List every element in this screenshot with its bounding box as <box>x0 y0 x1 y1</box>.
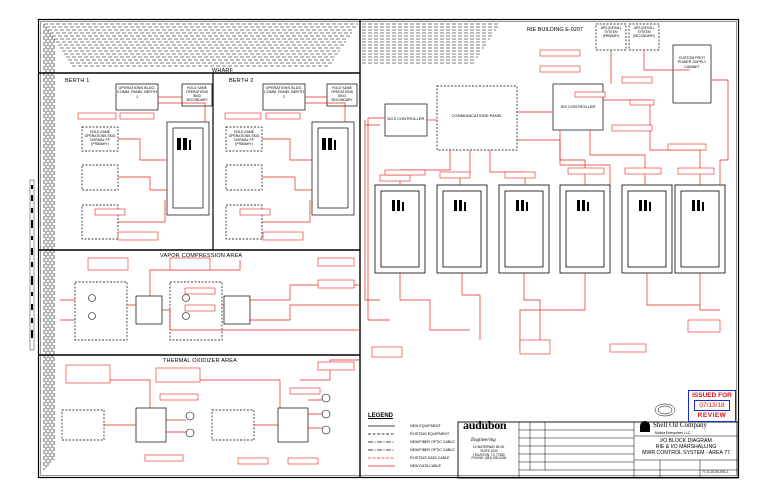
drawing-number: 77-X-10-00-001-1 <box>702 470 729 474</box>
berth2-ops-panel-label: OPERATIONS BLDG. COMM. PANEL BERTH 2 <box>264 86 305 99</box>
rie-cabinet-modules <box>392 200 704 211</box>
area-label-vapor: VAPOR COMPRESSION AREA <box>160 253 243 259</box>
berth1-hold-primary-label: HOLD SAME OPERATIONS SKID NORMAL FP (PRI… <box>84 130 116 146</box>
area-label-berth1: BERTH 1 <box>65 78 90 84</box>
dcs-controller-label: DCS CONTROLLER <box>387 116 425 121</box>
berth2-panels <box>225 83 358 240</box>
ups-primary-label: UPS (INITIAL) SYSTEM (PRIMARY) <box>600 26 622 38</box>
vapor-panels <box>74 281 251 341</box>
engineer-seal <box>654 403 676 417</box>
legend-item: EXISTING EQUIPMENT <box>410 432 450 436</box>
berth2-cabinet-modules <box>322 138 336 150</box>
thermal-field-instruments <box>88 294 331 438</box>
drawing-border <box>37 18 740 479</box>
company-sub: Motiva Enterprises LLC <box>655 431 691 435</box>
stamp-date: 07/13/18 <box>694 400 730 411</box>
drawing-title: I/O BLOCK DIAGRAM RIE & I/O MARSHALLING … <box>642 438 730 457</box>
rie-io-cabinets <box>374 184 726 274</box>
thermal-panels <box>61 407 309 443</box>
audubon-brand-sub: Engineering <box>471 438 496 443</box>
comm-panel-label: COMMUNICATIONS PANEL <box>451 113 503 118</box>
ups-secondary-label: UPS (INITIAL) SYSTEM (SECONDARY) <box>632 26 656 38</box>
audubon-address: 10 WATERWAY BLVD. SUITE 1000 HOUSTON, TX… <box>471 445 507 461</box>
wharf-cable-bundle <box>43 23 500 470</box>
legend-item: NEW/FIBER OPTIC CABLE <box>410 440 455 444</box>
berth2-hold-primary-label: HOLD SAME OPERATIONS SKID NORMAL FP (PRI… <box>228 130 260 146</box>
berth1-panels <box>81 83 213 240</box>
shell-logo <box>640 421 650 432</box>
rie-equipment <box>384 23 712 151</box>
area-label-wharf: WHARF <box>212 68 234 74</box>
berth1-cabinet-modules <box>177 138 191 150</box>
power-supply-cabinet-label: CUSTOM PROT POWER SUPPLY CABINET <box>677 56 707 69</box>
berth2-hold-secondary-label: HOLD SAME OPERATIONS SKID SECONDARY <box>331 86 353 102</box>
audubon-brand: audubon <box>463 418 507 432</box>
sis-controller-label: SIS CONTROLLER <box>560 104 596 109</box>
legend-title: LEGEND <box>368 413 394 419</box>
drawing-inner-border <box>40 21 737 476</box>
review-stamp: ISSUED FOR 07/13/18 REVIEW <box>688 390 736 422</box>
stamp-line3: REVIEW <box>697 412 727 419</box>
side-notes-strip <box>29 179 35 351</box>
stamp-line1: ISSUED FOR <box>692 392 732 399</box>
area-label-thermal: THERMAL OXIDIZER AREA <box>163 358 237 364</box>
building-label: RIE BUILDING E-0207 <box>527 27 583 33</box>
company-name: Shell Oil Company <box>653 421 708 429</box>
title-block-lines <box>457 421 739 479</box>
legend-item: NEW/FIBER OPTIC CABLE <box>410 448 455 452</box>
berth1-hold-secondary-label: HOLD SAME OPERATIONS SKID SECONDARY <box>186 86 208 102</box>
legend-item: EXISTING DATA CABLE <box>410 456 450 460</box>
legend-item: NEW EQUIPMENT <box>410 424 441 428</box>
area-label-berth2: BERTH 2 <box>229 78 254 84</box>
berth1-ops-panel-label: OPERATIONS BLDG. COMM. PANEL BERTH 1 <box>117 86 158 99</box>
legend-symbols <box>368 425 395 467</box>
legend-item: NEW DATA CABLE <box>410 464 442 468</box>
red-label-plates <box>65 49 721 465</box>
